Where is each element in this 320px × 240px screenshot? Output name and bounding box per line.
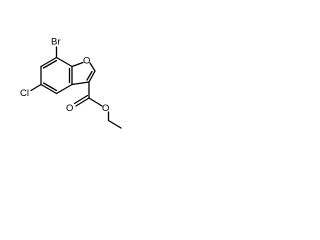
bond-c4-c5-inner [42, 82, 58, 92]
atom-label-br: Br [51, 37, 61, 48]
atom-label-o-ester: O [102, 103, 109, 114]
bond-cester-ocarbonyl-double [73, 94, 89, 105]
atom-label-o-ring: O [83, 56, 90, 67]
bond-c2-c3 [88, 70, 96, 83]
atom-label-o-carbonyl: O [66, 103, 73, 114]
bond-c7a-o1 [71, 61, 84, 68]
bond-ch2-ch3 [107, 119, 122, 129]
bond-c2-c3-inner [86, 70, 93, 81]
bond-c6-c7-inner [42, 59, 58, 69]
bond-o1-c2 [89, 62, 96, 72]
structure-canvas: Br Cl O O O [0, 0, 152, 152]
bond-c5-cl [30, 83, 42, 92]
bond-c4-c5 [40, 83, 58, 95]
atom-label-cl: Cl [20, 88, 29, 99]
bond-c3-c3a [71, 81, 90, 86]
bond-cester-oester [88, 97, 103, 107]
bond-cester-ocarbonyl [75, 97, 90, 107]
molecule-diagram: Br Cl O O O [20, 37, 122, 129]
bond-c6-c7 [40, 56, 58, 68]
bond-c3a-c4 [55, 83, 73, 95]
bond-c7-c7a [55, 56, 73, 68]
